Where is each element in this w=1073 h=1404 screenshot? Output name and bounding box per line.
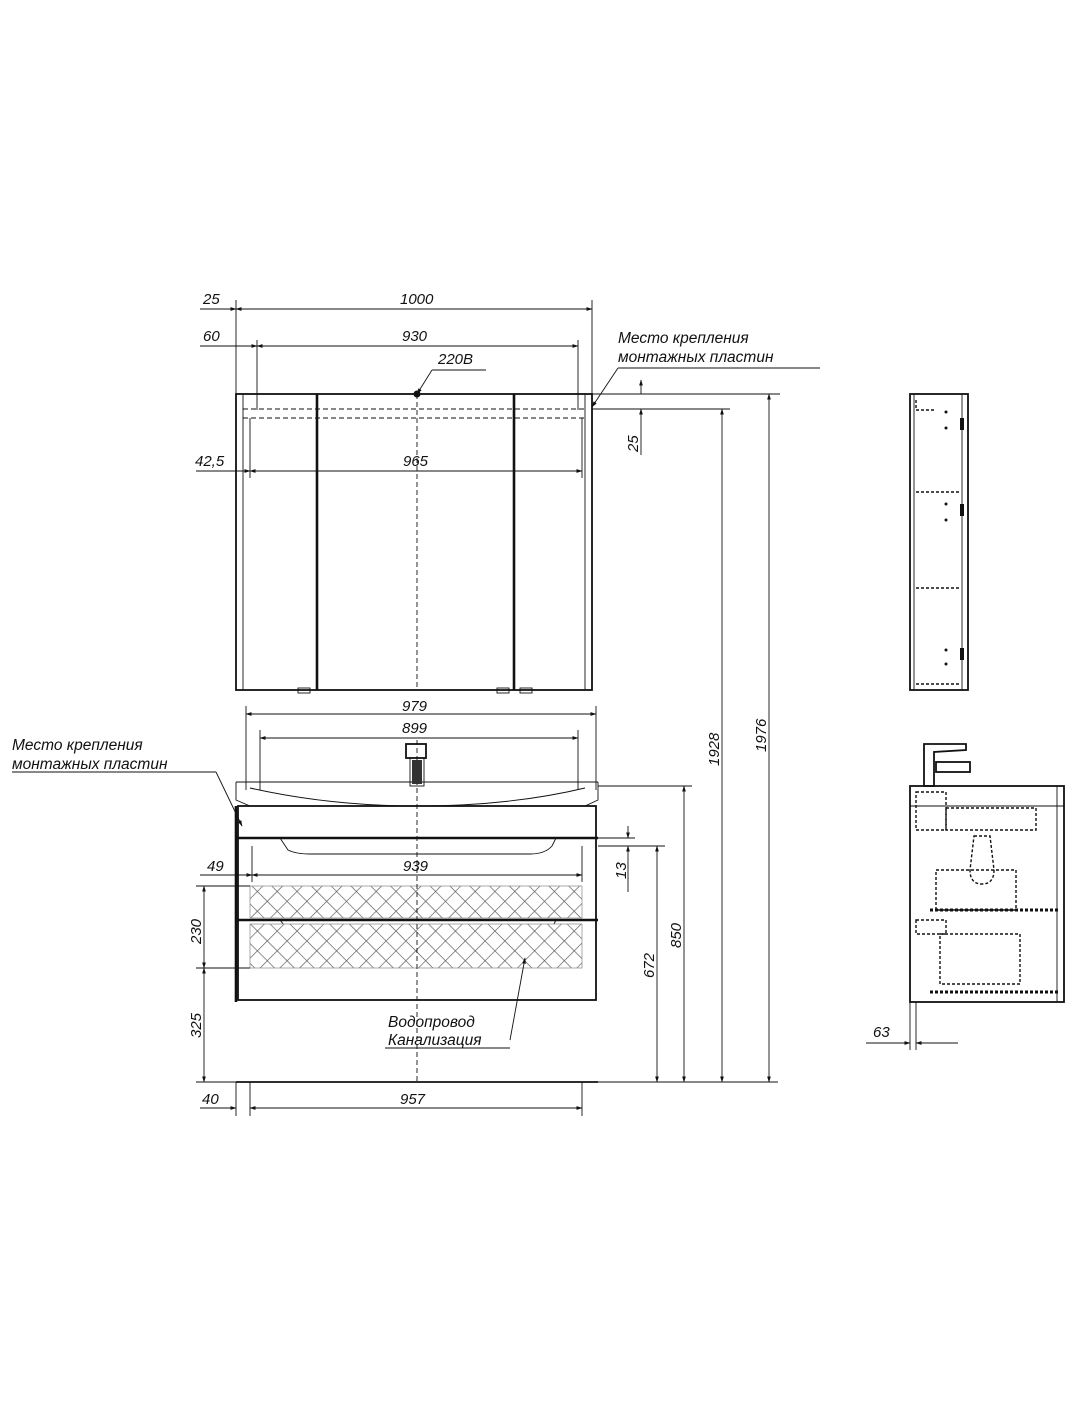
sewer-label: Канализация <box>388 1032 482 1049</box>
dim-939: 939 <box>403 858 429 875</box>
water-supply-label: Водопровод <box>388 1014 475 1031</box>
top-dimensions <box>196 300 820 478</box>
dim-325: 325 <box>188 1012 205 1038</box>
dim-25-top: 25 <box>202 291 220 308</box>
dim-1000: 1000 <box>400 291 434 308</box>
dim-49: 49 <box>207 858 224 875</box>
dim-40: 40 <box>202 1091 219 1108</box>
vanity-side <box>866 743 1065 1050</box>
voltage-label: 220В <box>437 351 473 368</box>
dim-1976: 1976 <box>753 718 770 752</box>
dim-1928: 1928 <box>706 732 723 766</box>
mount-note-top-line2: монтажных пластин <box>618 349 774 366</box>
dim-13: 13 <box>613 862 630 879</box>
dim-42-5: 42,5 <box>195 453 225 470</box>
dim-25-right: 25 <box>625 435 642 453</box>
mount-note-top-line1: Место крепления <box>618 330 749 347</box>
dim-230: 230 <box>188 918 205 945</box>
mount-note-left-line2: монтажных пластин <box>12 756 168 773</box>
dim-965: 965 <box>403 453 429 470</box>
water-zone-upper <box>249 885 583 919</box>
water-zone-lower <box>249 923 583 969</box>
dim-63: 63 <box>873 1024 890 1041</box>
vanity-dimensions <box>196 706 597 1116</box>
faucet-icon <box>405 743 427 787</box>
dim-979: 979 <box>402 698 428 715</box>
dim-850: 850 <box>668 922 685 948</box>
callout-notes: Место крепления монтажных пластин Место … <box>12 330 774 1049</box>
mirror-cabinet-side <box>909 393 969 691</box>
mount-note-left-line1: Место крепления <box>12 737 143 754</box>
side-faucet-icon <box>923 743 971 787</box>
mirror-cabinet-front <box>235 369 593 694</box>
dim-899: 899 <box>402 720 428 737</box>
dim-672: 672 <box>641 952 658 978</box>
dim-60: 60 <box>203 328 220 345</box>
dim-957: 957 <box>400 1091 426 1108</box>
dim-930: 930 <box>402 328 428 345</box>
dimension-labels: 25 1000 60 930 220В 42,5 965 979 899 49 … <box>188 291 890 1108</box>
vanity-front <box>12 740 599 1083</box>
